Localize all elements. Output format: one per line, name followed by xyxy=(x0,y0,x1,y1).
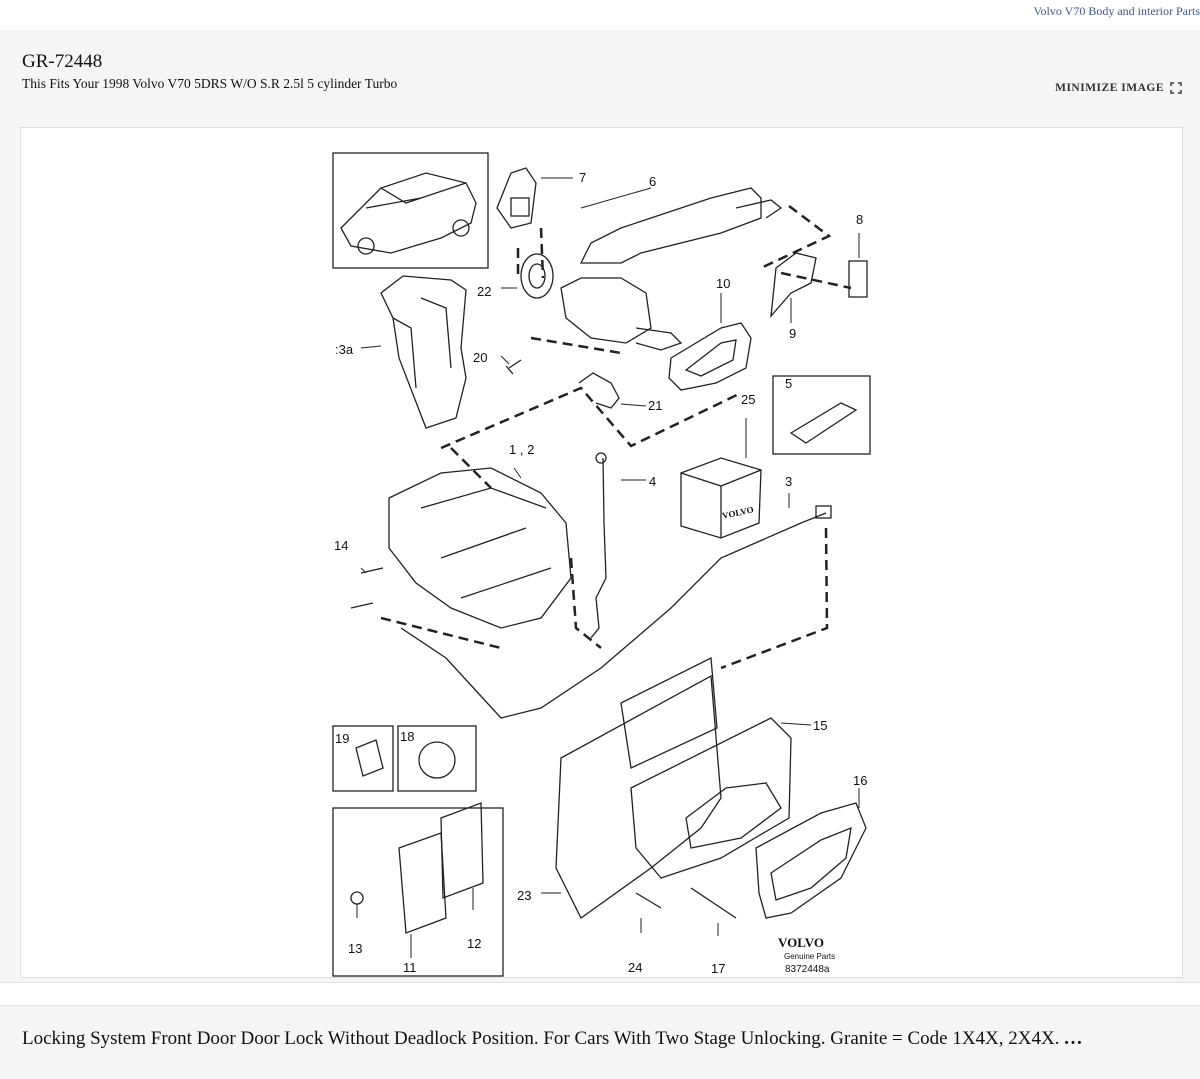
callout-8: 8 xyxy=(856,212,863,227)
lock-body xyxy=(388,467,572,629)
striker-inset xyxy=(332,807,504,977)
part-12 xyxy=(440,802,484,899)
minimize-image-label: MINIMIZE IMAGE xyxy=(1055,82,1164,94)
category-link[interactable]: Volvo V70 Body and interior Parts xyxy=(1033,4,1200,18)
part-6 xyxy=(579,187,762,264)
part-14 xyxy=(350,567,384,609)
connector-6-9 xyxy=(760,205,832,270)
callout-13: 13 xyxy=(348,941,362,956)
callout-19: 19 xyxy=(335,731,349,746)
description-text: Locking System Front Door Door Lock With… xyxy=(22,1028,1060,1049)
callout-18: 18 xyxy=(400,729,414,744)
part-5-inset xyxy=(772,375,871,455)
connector-7-22 xyxy=(516,227,545,279)
minimize-image-button[interactable]: MINIMIZE IMAGE xyxy=(1055,82,1182,94)
callout-17: 17 xyxy=(711,961,725,976)
callout-23: 23 xyxy=(517,888,531,903)
brand-text: VOLVO xyxy=(778,935,824,950)
part-number: GR-72448 xyxy=(22,51,103,72)
connector-cable xyxy=(720,527,829,670)
callout-11: 11 xyxy=(403,960,417,975)
part-19-inset xyxy=(332,725,394,792)
part-description: Locking System Front Door Door Lock With… xyxy=(22,1028,1082,1050)
callout-20: 20 xyxy=(473,350,487,365)
lock-cylinder xyxy=(560,277,652,344)
callout-16: 16 xyxy=(853,773,867,788)
part-22 xyxy=(520,253,554,299)
connector-rod xyxy=(380,557,602,650)
part-7 xyxy=(496,167,537,229)
part-17 xyxy=(690,887,737,919)
fitment-text: This Fits Your 1998 Volvo V70 5DRS W/O S… xyxy=(22,76,398,91)
connector-9-8 xyxy=(780,271,852,290)
part-15 xyxy=(630,717,792,879)
box-label: VOLVO xyxy=(721,504,754,520)
callout-9: 9 xyxy=(789,326,796,341)
callout-14: 14 xyxy=(334,538,348,553)
description-more[interactable]: … xyxy=(1063,1028,1083,1049)
callout-25: 25 xyxy=(741,392,755,407)
part-3a xyxy=(380,275,467,429)
part-8 xyxy=(848,260,868,298)
part-18-inset xyxy=(397,725,477,792)
part-9 xyxy=(770,252,817,318)
expand-icon xyxy=(1170,82,1182,94)
brand-subtext: Genuine Parts xyxy=(784,952,835,961)
top-bar: Volvo V70 Body and interior Parts xyxy=(0,0,1200,31)
car-inset-frame xyxy=(332,152,489,269)
part-20 xyxy=(505,359,522,375)
part-25 xyxy=(680,457,762,539)
part-4 xyxy=(590,457,607,639)
callout-labels: 7 6 8 22 10 9 :3a 20 5 21 25 1 , 2 4 3 1… xyxy=(334,170,867,976)
callout-4: 4 xyxy=(649,474,656,489)
callout-3a: :3a xyxy=(335,342,354,357)
callout-7: 7 xyxy=(579,170,586,185)
callout-24: 24 xyxy=(628,960,642,975)
callout-6: 6 xyxy=(649,174,656,189)
callout-21: 21 xyxy=(648,398,662,413)
callout-1-2: 1 , 2 xyxy=(509,442,534,457)
part-10 xyxy=(668,322,752,391)
part-3 xyxy=(400,512,827,719)
part-21 xyxy=(578,372,620,409)
description-bar: Locking System Front Door Door Lock With… xyxy=(0,1005,1200,1079)
part-23 xyxy=(555,674,722,919)
callout-22: 22 xyxy=(477,284,491,299)
connector-lock xyxy=(450,336,622,489)
exploded-view-diagram: 7 6 8 22 10 9 :3a 20 5 21 25 1 , 2 4 3 1… xyxy=(332,152,871,977)
part-11 xyxy=(398,832,447,934)
parts-diagram[interactable]: 7 6 8 22 10 9 :3a 20 5 21 25 1 , 2 4 3 1… xyxy=(20,127,1183,978)
part-16 xyxy=(755,802,867,919)
callout-10: 10 xyxy=(716,276,730,291)
callout-15: 15 xyxy=(813,718,827,733)
part-panel: GR-72448 This Fits Your 1998 Volvo V70 5… xyxy=(0,30,1200,983)
connector-21 xyxy=(440,386,742,450)
part-13 xyxy=(350,891,364,905)
volvo-logo: VOLVO Genuine Parts 8372448a xyxy=(778,935,835,975)
callout-5: 5 xyxy=(785,376,792,391)
drawing-id: 8372448a xyxy=(785,964,830,975)
callout-3: 3 xyxy=(785,474,792,489)
part-24 xyxy=(635,892,662,909)
callout-12: 12 xyxy=(467,936,481,951)
part-5 xyxy=(789,402,858,444)
car-outline xyxy=(340,172,477,254)
